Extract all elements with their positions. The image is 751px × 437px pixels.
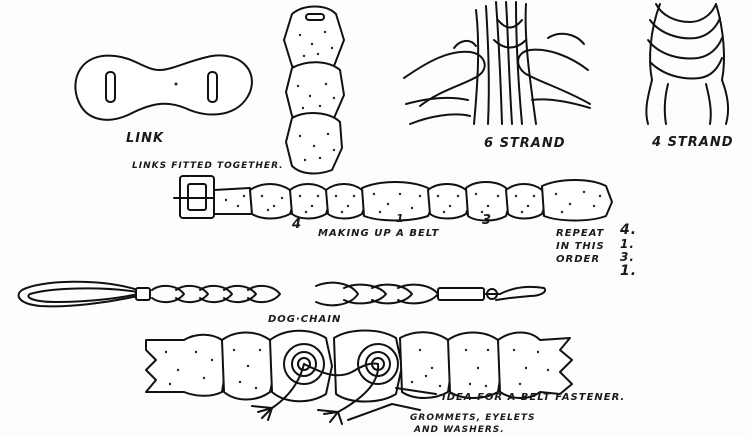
grommets-line-1: GROMMETS, EYELETS xyxy=(410,413,536,423)
order-number-1: 4. xyxy=(619,222,637,238)
belt-fastener xyxy=(146,331,572,425)
repeat-line-3: ORDER xyxy=(556,254,600,265)
dog-chain xyxy=(19,282,545,307)
repeat-line-1: REPEAT xyxy=(556,228,604,239)
belt-assembly xyxy=(174,176,612,221)
links-fitted-stack xyxy=(284,7,344,174)
making-belt-label: MAKING UP A BELT xyxy=(318,228,440,239)
belt-number-1: 1 xyxy=(396,212,405,225)
six-strand-label: 6 STRAND xyxy=(484,136,566,151)
four-strand-braid xyxy=(646,4,728,124)
fastener-idea-label: IDEA FOR A BELT FASTENER. xyxy=(442,392,625,403)
four-strand-label: 4 STRAND xyxy=(651,135,734,150)
links-fitted-label: LINKS FITTED TOGETHER. xyxy=(132,161,284,171)
grommets-line-2: AND WASHERS. xyxy=(413,425,505,435)
belt-number-4: 4 xyxy=(291,217,302,232)
dog-chain-label: DOG·CHAIN xyxy=(268,314,341,325)
order-number-4: 1. xyxy=(620,263,637,279)
six-strand-braid xyxy=(404,2,590,124)
order-number-2: 1. xyxy=(620,237,635,251)
belt-number-3: 3 xyxy=(482,213,492,228)
order-number-3: 3. xyxy=(620,250,635,264)
repeat-line-2: IN THIS xyxy=(556,241,605,252)
link-label: LINK xyxy=(126,131,164,146)
single-link xyxy=(75,55,252,119)
